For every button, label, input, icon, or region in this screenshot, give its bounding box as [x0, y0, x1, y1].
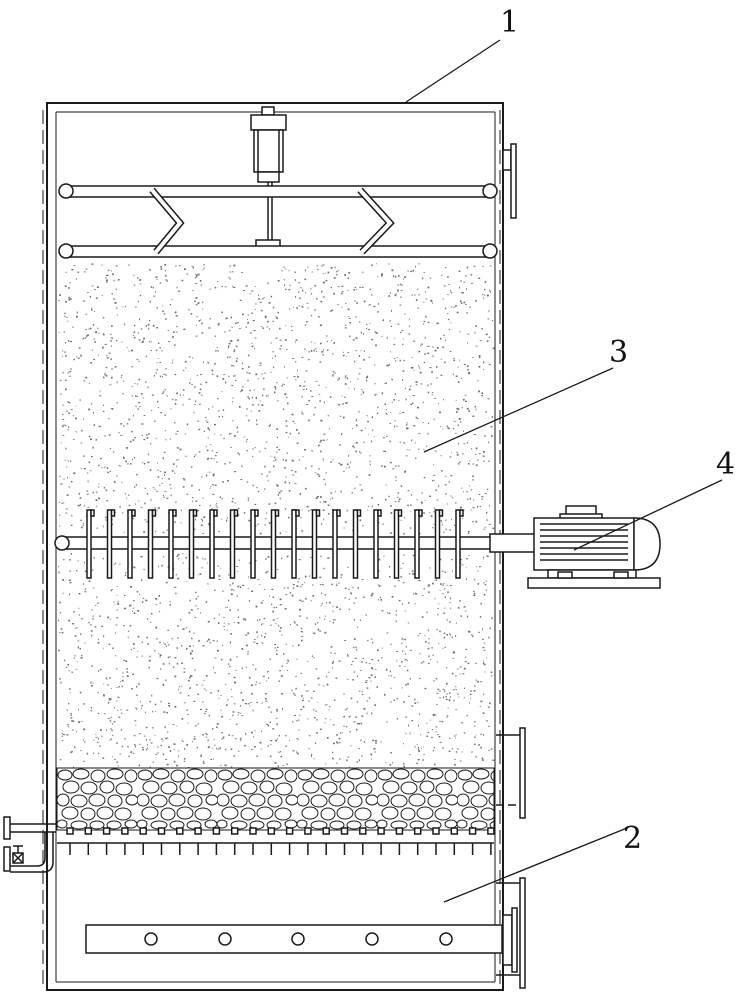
gravel-layer — [56, 767, 495, 831]
stirring-paddle — [127, 509, 133, 579]
stirring-paddle — [106, 509, 113, 579]
nozzle-cap — [157, 827, 166, 835]
nozzle-cap — [121, 827, 129, 835]
stirring-paddle — [455, 509, 461, 579]
nozzle-cap — [468, 827, 477, 835]
stirring-paddle-tab — [315, 509, 321, 517]
stirring-paddle — [209, 509, 215, 579]
nozzle-cap — [359, 827, 367, 835]
stirring-paddle — [393, 509, 400, 579]
top-drive-cylinder — [250, 106, 287, 249]
right-lower-flanges — [496, 727, 526, 989]
nozzle-cap — [322, 827, 330, 835]
stirring-paddle-tab — [459, 509, 464, 517]
stirring-paddle — [188, 509, 195, 579]
nozzle-cap — [230, 827, 239, 835]
distribution-pipe — [85, 924, 503, 954]
stirring-paddle — [270, 509, 277, 579]
stirring-paddle-tab — [254, 509, 259, 517]
stirring-shaft — [54, 509, 536, 579]
left-inlet-pipe — [3, 816, 56, 873]
motor — [527, 505, 661, 589]
stirring-paddle-tab — [172, 509, 177, 517]
nozzle-cap — [176, 827, 184, 835]
nozzle-cap — [84, 827, 93, 835]
stirring-paddle-tab — [90, 509, 95, 517]
stirring-paddle-tab — [213, 509, 218, 517]
nozzle-cap — [285, 827, 294, 835]
nozzle-cap — [432, 827, 440, 835]
stirring-paddles — [86, 509, 464, 579]
nozzle-cap — [102, 827, 111, 835]
stirring-paddle — [291, 509, 297, 579]
stirring-paddle — [311, 509, 318, 579]
nozzle-cap — [66, 827, 74, 835]
stirring-paddle — [147, 509, 154, 579]
stirring-paddle — [434, 509, 441, 579]
nozzle-cap — [395, 827, 404, 835]
nozzle-cap — [194, 827, 202, 835]
callout-3: 3 — [609, 335, 628, 370]
stirring-paddle-tab — [377, 509, 382, 517]
upper-scraper-frame — [58, 183, 498, 259]
nozzle-cap — [413, 827, 422, 835]
stirring-paddle-tab — [295, 509, 300, 517]
stirring-paddle — [414, 509, 420, 579]
stirring-paddle-tab — [274, 509, 280, 517]
stirring-paddle-tab — [397, 509, 403, 517]
nozzle-cap — [249, 827, 257, 835]
nozzle-cap — [267, 827, 276, 835]
stirring-paddle-tab — [418, 509, 423, 517]
stirring-paddle — [86, 509, 92, 579]
stirring-paddle — [373, 509, 379, 579]
callout-1: 1 — [500, 5, 519, 40]
nozzle-cap — [139, 827, 147, 835]
leader-lines — [405, 39, 723, 903]
nozzle-cap — [304, 827, 312, 835]
stirring-paddle-tab — [192, 509, 198, 517]
stirring-paddle — [332, 509, 338, 579]
stirring-paddle-tab — [151, 509, 157, 517]
callout-4: 4 — [716, 447, 735, 482]
underdrain-plate — [57, 827, 495, 855]
stirring-paddle — [168, 509, 174, 579]
stirring-paddle-tab — [438, 509, 444, 517]
stirring-paddle — [250, 509, 256, 579]
underdrain-nozzles — [66, 827, 495, 855]
nozzle-cap — [377, 827, 385, 835]
nozzle-cap — [487, 827, 495, 835]
stirring-paddle-tab — [336, 509, 341, 517]
stirring-paddle — [229, 509, 236, 579]
stirring-paddle — [352, 509, 359, 579]
callout-2: 2 — [623, 821, 642, 856]
stirring-paddle-tab — [131, 509, 136, 517]
nozzle-cap — [212, 827, 221, 835]
stirring-paddle-tab — [356, 509, 362, 517]
nozzle-cap — [340, 827, 349, 835]
upper-outlet-flange — [502, 143, 517, 219]
nozzle-cap — [450, 827, 459, 835]
stirring-paddle-tab — [233, 509, 239, 517]
stirring-paddle-tab — [110, 509, 116, 517]
